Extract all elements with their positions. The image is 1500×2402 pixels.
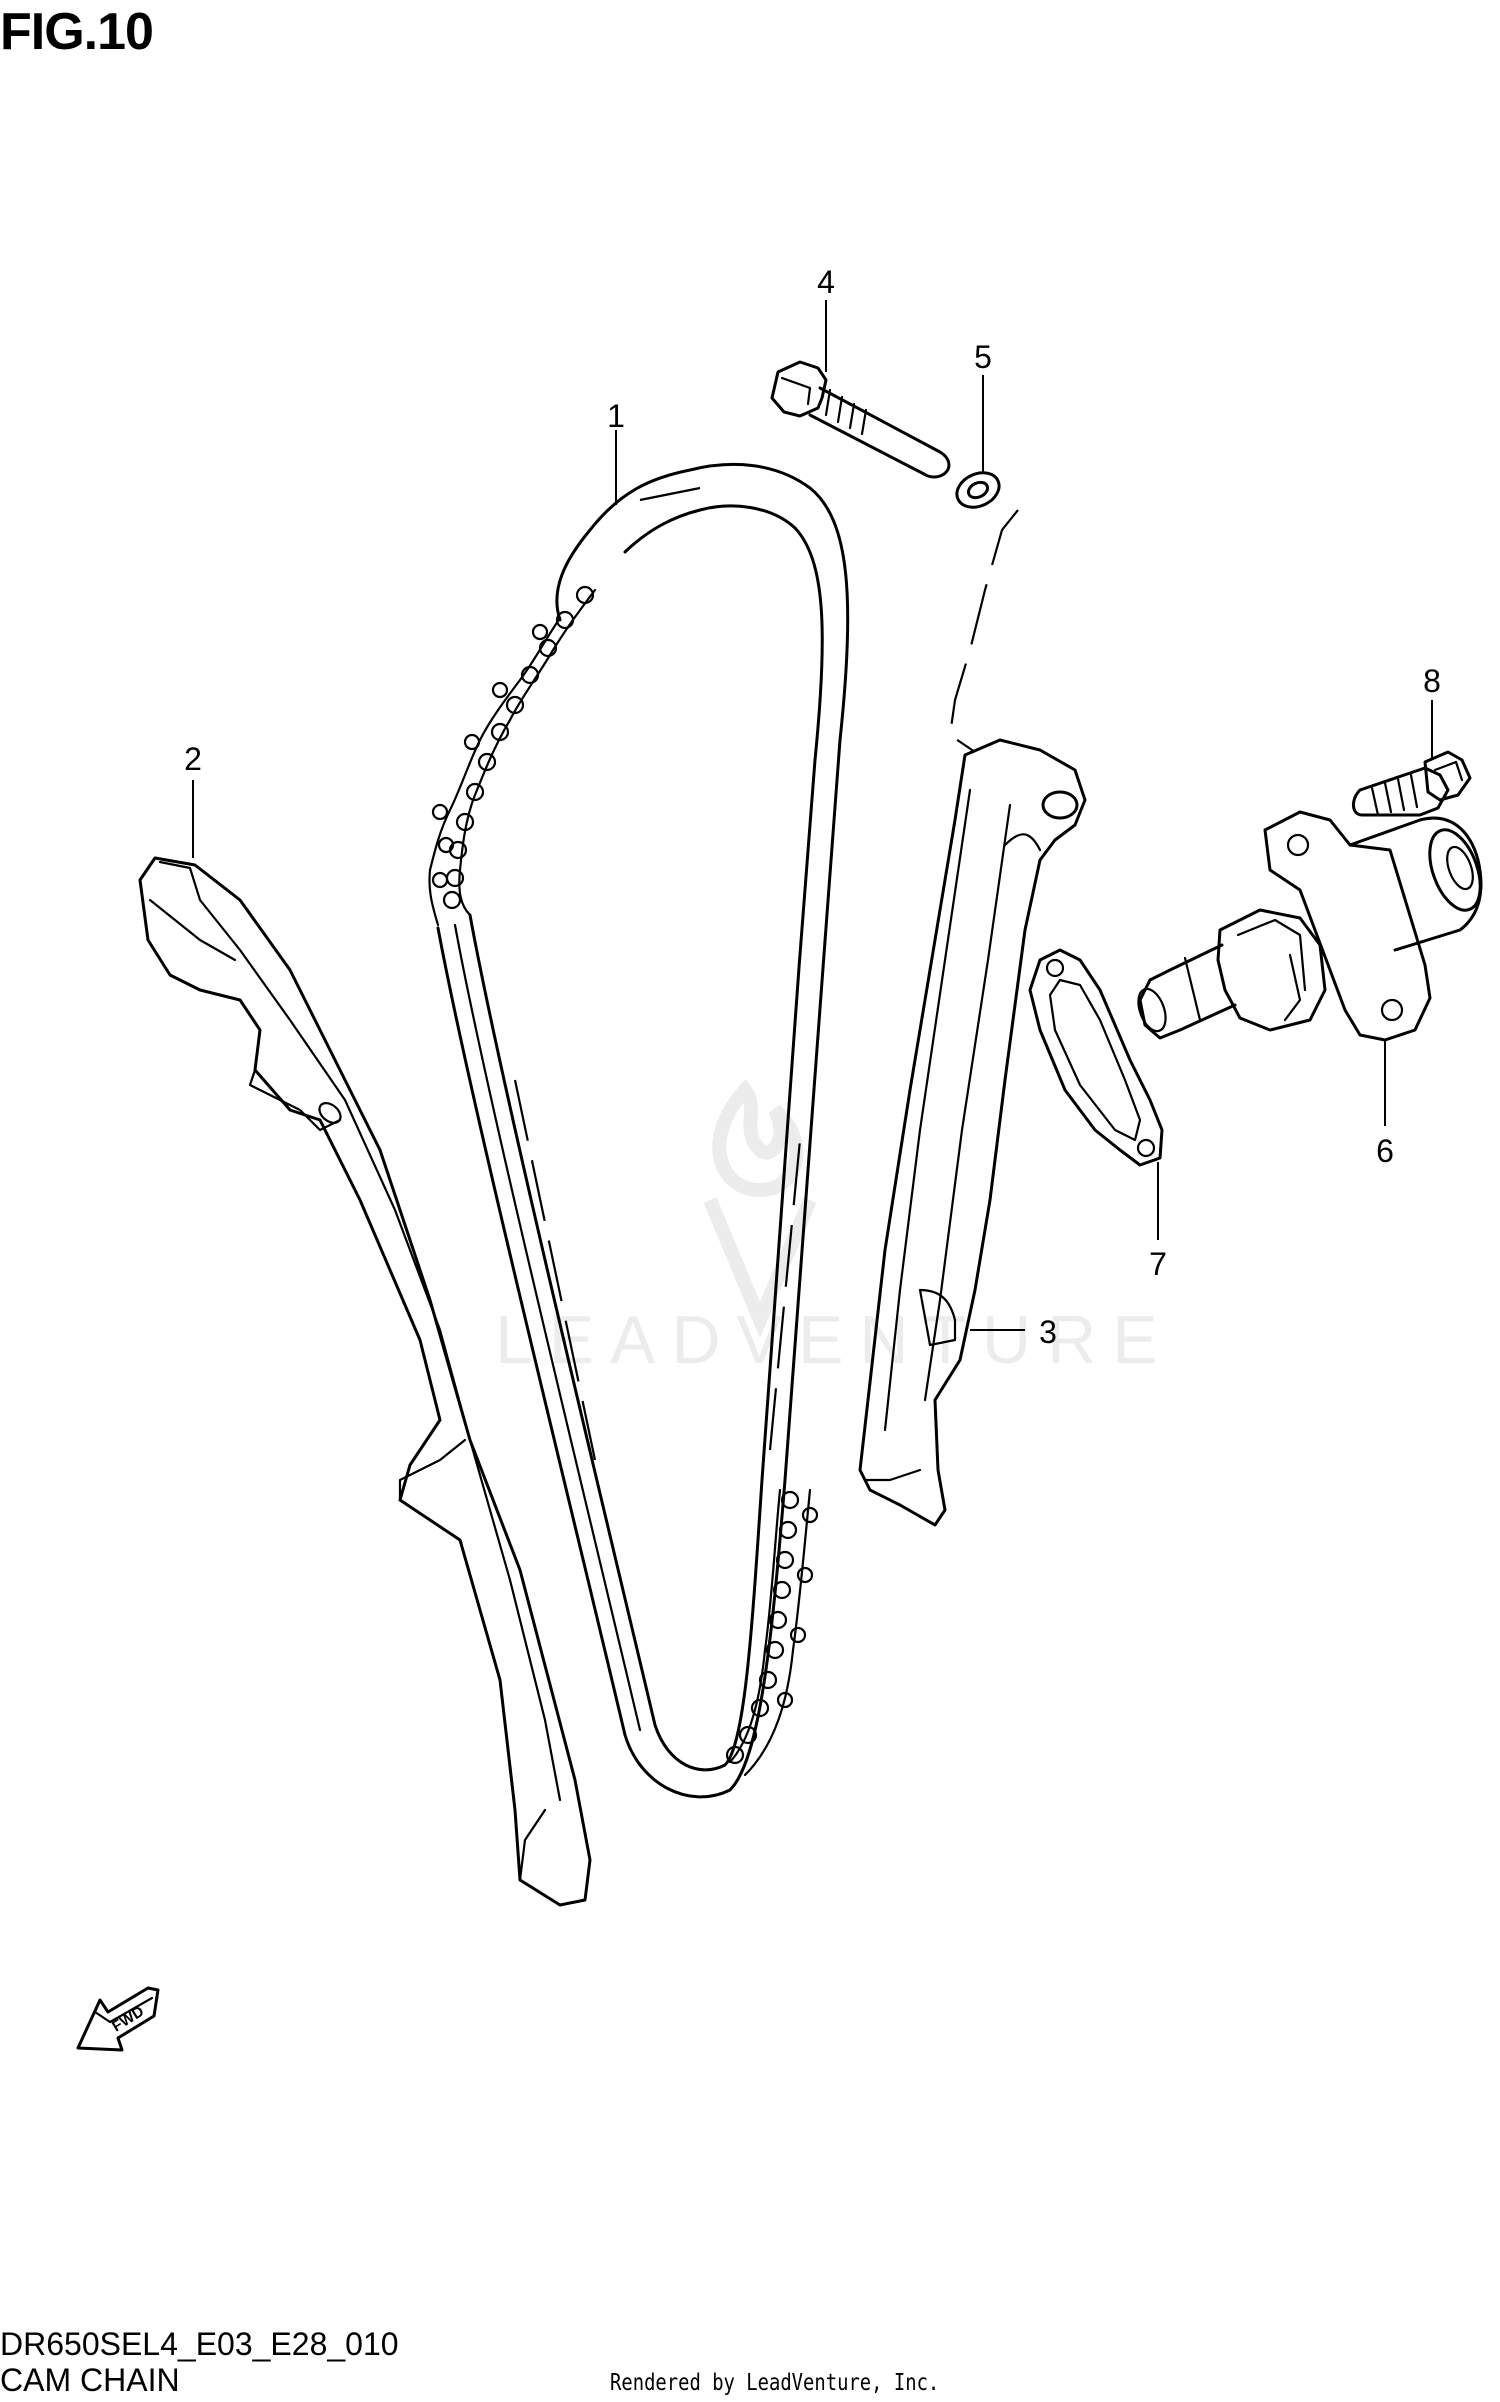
watermark-logo-icon — [703, 1078, 817, 1339]
figure-title: FIG.10 — [0, 3, 154, 61]
watermark: LEADVENTURE — [495, 1078, 1174, 1378]
adjuster-bolt[interactable] — [1352, 750, 1472, 817]
figure-name: CAM CHAIN — [0, 2362, 180, 2398]
watermark-text: LEADVENTURE — [495, 1302, 1174, 1378]
chain-tensioner-adjuster[interactable] — [1133, 810, 1490, 1042]
callout-4: 4 — [817, 264, 835, 300]
callout-6: 6 — [1376, 1133, 1394, 1169]
rendered-by-credit: Rendered by LeadVenture, Inc. — [610, 2370, 940, 2396]
washer[interactable] — [951, 466, 1004, 514]
callout-2: 2 — [184, 741, 202, 777]
chain-links-lower — [725, 1488, 819, 1777]
guide-pivot-bolt[interactable] — [770, 360, 951, 479]
chain-links-upper — [428, 585, 597, 927]
rear-chain-tensioner-guide[interactable] — [858, 738, 1087, 1527]
leader-lines — [192, 300, 1433, 1331]
cam-chain[interactable] — [428, 462, 850, 1799]
callout-5: 5 — [974, 339, 992, 375]
callout-8: 8 — [1423, 663, 1441, 699]
fwd-arrow-icon: FWD — [76, 1986, 160, 2052]
callout-7: 7 — [1149, 1246, 1167, 1282]
alignment-line — [948, 509, 1019, 753]
adjuster-gasket[interactable] — [1028, 948, 1164, 1167]
callout-1: 1 — [607, 398, 625, 434]
front-chain-guide[interactable] — [138, 856, 592, 1907]
callout-3: 3 — [1039, 1314, 1057, 1350]
figure-code: DR650SEL4_E03_E28_010 — [0, 2326, 399, 2362]
